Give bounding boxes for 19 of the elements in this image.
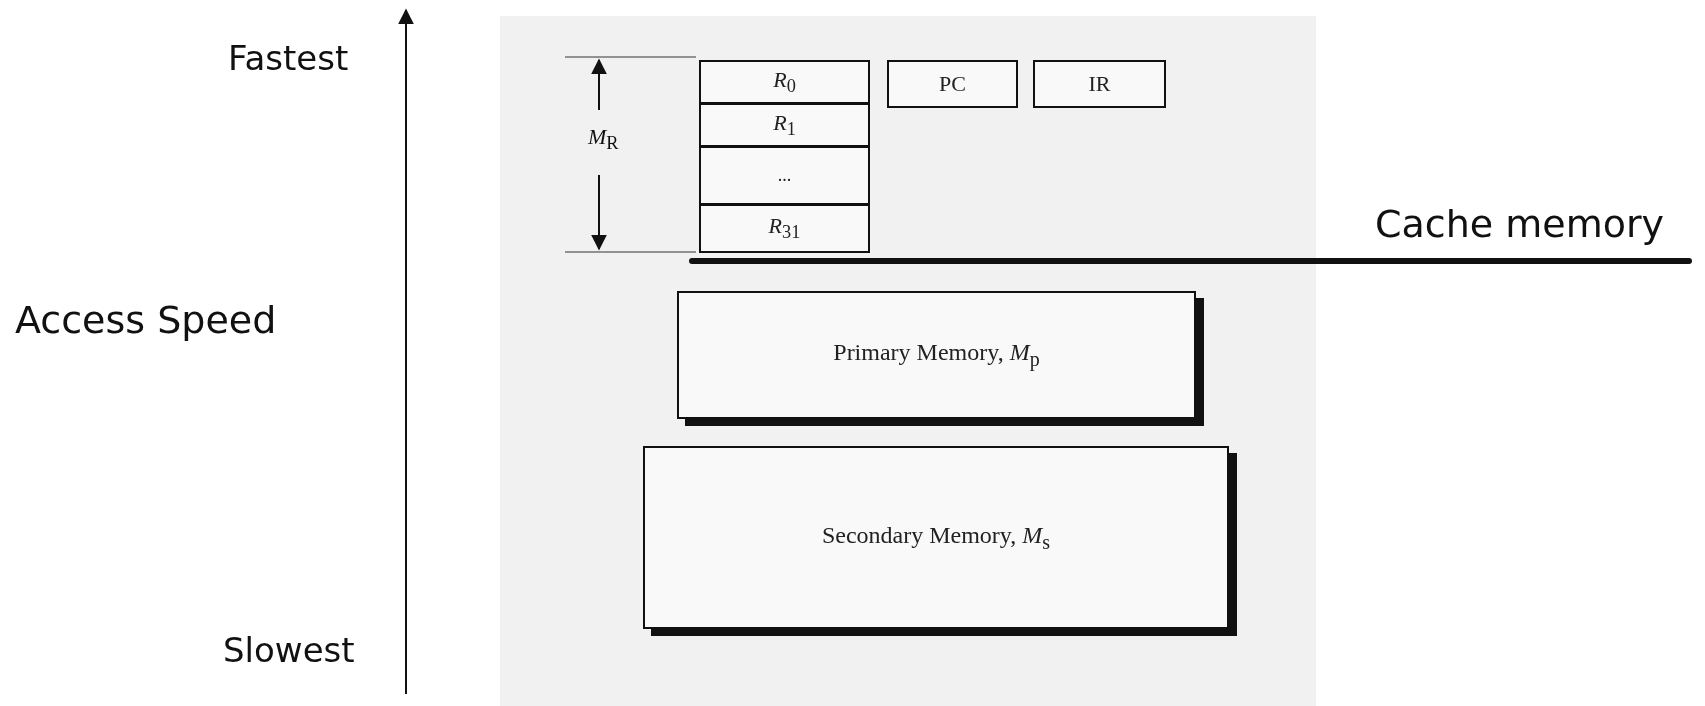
axis-label: Fastest bbox=[228, 38, 349, 78]
box-label: R$_{31}$ bbox=[768, 213, 801, 244]
box-label: R$_{0}$ bbox=[773, 66, 796, 98]
register-box bbox=[699, 146, 870, 205]
register-box bbox=[887, 60, 1018, 108]
register-box bbox=[699, 103, 870, 147]
box-label: IR bbox=[1088, 71, 1111, 97]
box-label: PC bbox=[939, 71, 966, 97]
register-box bbox=[1033, 60, 1166, 108]
register-box bbox=[699, 60, 870, 104]
box-label: ... bbox=[777, 165, 792, 186]
dimension-label: M$_{R}$ bbox=[588, 124, 619, 155]
box-label: R$_{1}$ bbox=[773, 109, 796, 141]
axis-label: Slowest bbox=[223, 630, 355, 670]
box-label: Secondary Memory, M$_{s}$ bbox=[821, 521, 1051, 554]
register-box bbox=[699, 204, 870, 253]
divider-label: Cache memory bbox=[1375, 202, 1665, 246]
axis-label: Access Speed bbox=[15, 298, 277, 342]
box-label: Primary Memory, M$_{p}$ bbox=[833, 339, 1040, 371]
